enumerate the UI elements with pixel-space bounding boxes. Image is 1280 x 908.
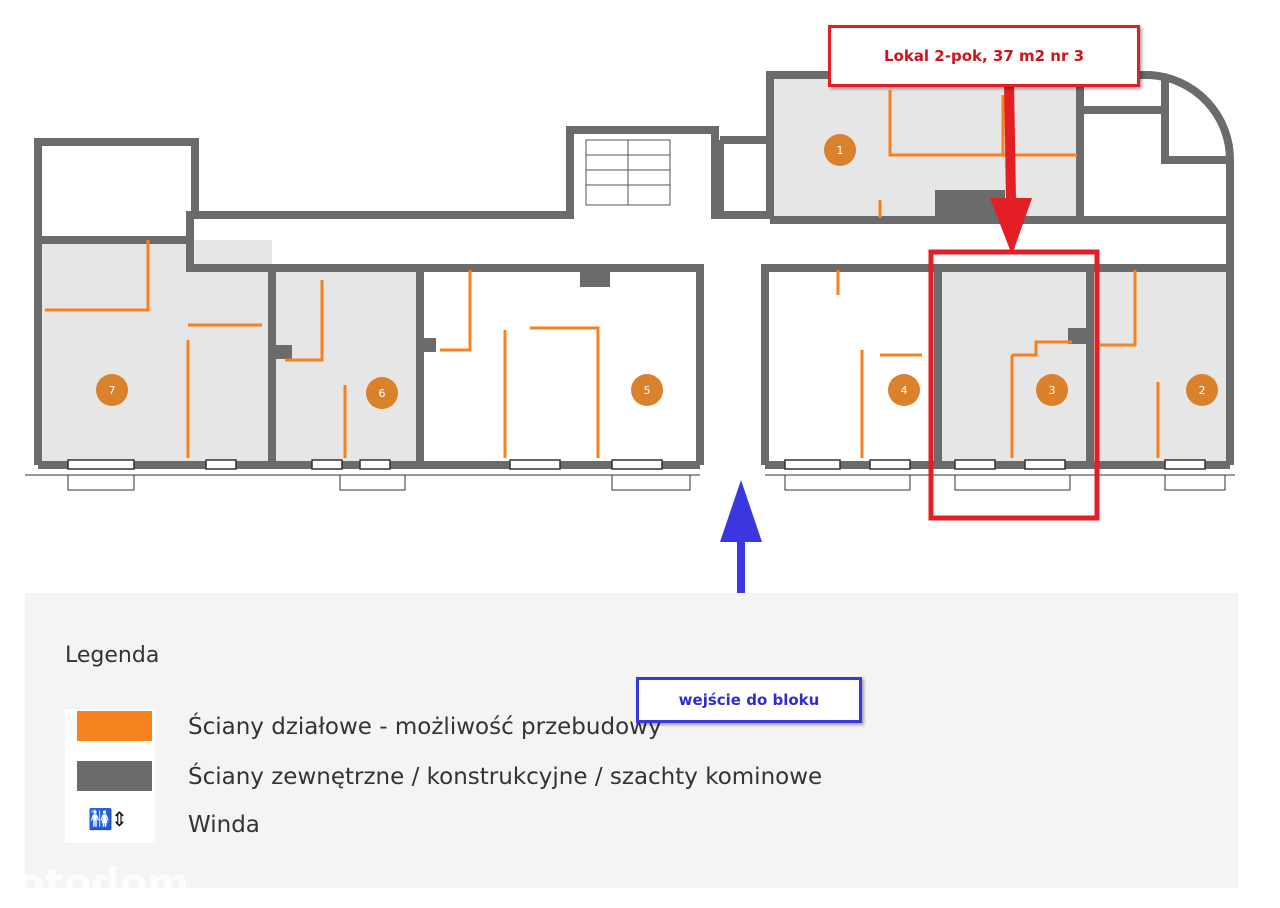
legend-title: Legenda [65,643,160,668]
unit-7-badge[interactable]: 7 [96,374,128,406]
svg-text:3: 3 [1049,384,1056,397]
legend-panel: Legenda 🚻⇕ Ściany działowe - możliwość p… [17,593,1238,907]
structural-wall-swatch [77,761,152,791]
blue-arrow-icon [720,480,762,600]
unit-badges: 1 2 3 4 5 6 7 [96,134,1218,409]
floor-plan: 1 2 3 4 5 6 7 [25,71,1235,600]
windows [67,459,1206,470]
elevator-icon: 🚻⇕ [88,807,128,831]
unit-1-area [772,75,1080,220]
partition-wall-swatch [77,711,152,741]
unit-6-badge[interactable]: 6 [366,377,398,409]
ground-line [25,474,1235,491]
unit-4-area [767,270,935,462]
unit-fills [38,75,1228,462]
unit-4-badge[interactable]: 4 [888,374,920,406]
svg-text:1: 1 [837,144,844,157]
unit-callout: Lokal 2-pok, 37 m2 nr 3 [828,25,1140,87]
unit-2-badge[interactable]: 2 [1186,374,1218,406]
entrance-callout: wejście do bloku [636,677,862,723]
svg-text:6: 6 [379,387,386,400]
unit-3-area [940,268,1088,462]
legend-item-elevator: Winda [188,812,260,838]
unit-1-badge[interactable]: 1 [824,134,856,166]
unit-3-highlight [928,249,1100,521]
red-arrow-icon [990,82,1032,255]
unit-2-area [1096,268,1228,462]
watermark: otodom [17,861,189,907]
svg-text:2: 2 [1199,384,1206,397]
unit-6-area [276,270,418,462]
partition-walls [45,90,1160,458]
legend-swatches: 🚻⇕ [65,709,155,843]
svg-text:5: 5 [644,384,651,397]
unit-5-badge[interactable]: 5 [631,374,663,406]
svg-text:4: 4 [901,384,908,397]
structural-walls [34,71,1235,469]
unit-3-badge[interactable]: 3 [1036,374,1068,406]
legend-item-structural: Ściany zewnętrzne / konstrukcyjne / szac… [188,764,823,790]
legend-item-partition: Ściany działowe - możliwość przebudowy [188,714,662,740]
svg-text:7: 7 [109,384,116,397]
unit-7-area [38,240,272,462]
staircase [585,139,671,206]
